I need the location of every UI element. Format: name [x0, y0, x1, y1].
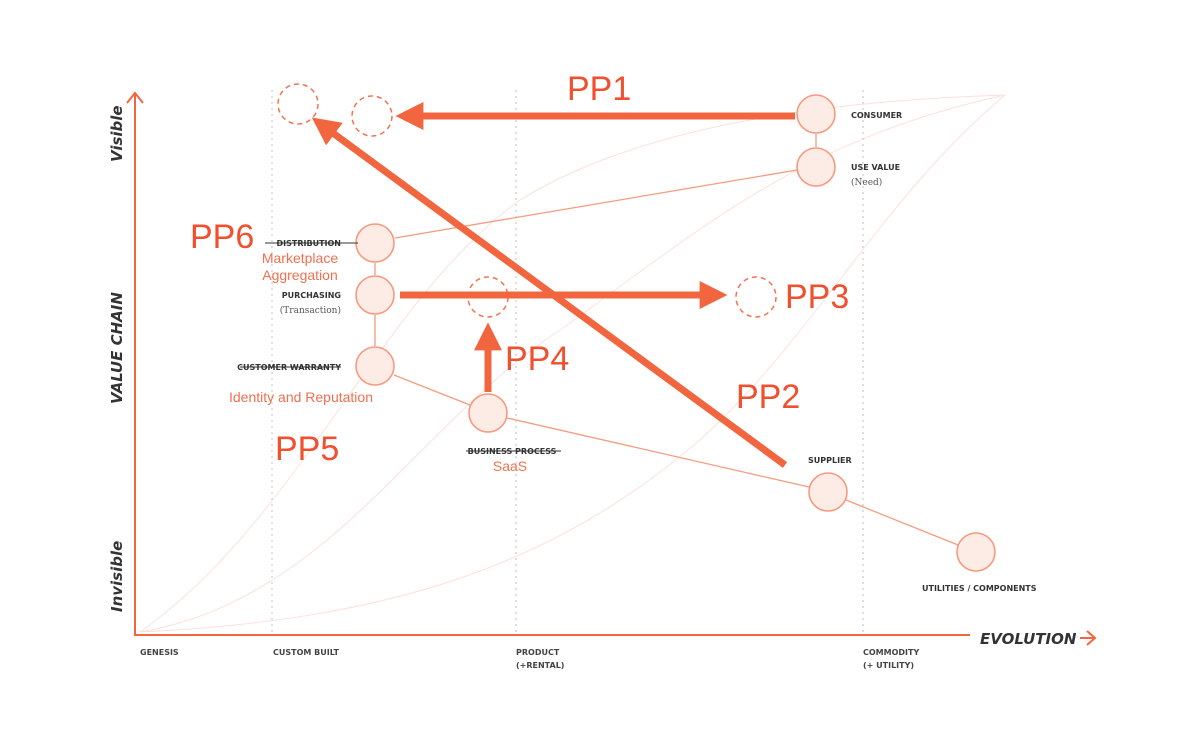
stage-commodity-sub: (+ UTILITY) [863, 661, 914, 670]
stage-custom-built: CUSTOM BUILT [273, 648, 339, 657]
pp4-label: PP4 [505, 340, 569, 378]
y-axis [126, 91, 144, 636]
replacement-identity: Identity and Reputation [229, 389, 373, 405]
label-purchasing: PURCHASING [282, 291, 341, 300]
target-node-pp3 [735, 276, 777, 318]
node-customer-warranty[interactable] [355, 346, 395, 386]
pp1-label: PP1 [567, 70, 631, 108]
pp6-label: PP6 [190, 218, 254, 256]
replacement-marketplace: Marketplace [262, 250, 338, 266]
stage-genesis: GENESIS [140, 648, 179, 657]
stage-product: PRODUCT [516, 648, 560, 657]
label-consumer: CONSUMER [851, 111, 902, 120]
node-distribution[interactable] [355, 223, 395, 263]
sub-use-value: (Need) [851, 177, 882, 188]
replacement-aggregation: Aggregation [262, 267, 338, 283]
x-axis-title: EVOLUTION [980, 630, 1077, 648]
target-node-pp2 [277, 83, 319, 125]
y-axis-top-label: Visible [108, 105, 126, 162]
target-node-pp1 [351, 95, 393, 137]
label-utilities: UTILITIES / COMPONENTS [922, 584, 1037, 593]
stage-commodity: COMMODITY [863, 648, 919, 657]
stage-product-sub: (+RENTAL) [516, 661, 564, 670]
node-supplier[interactable] [808, 472, 848, 512]
label-use-value: USE VALUE [851, 163, 900, 172]
pp2-label: PP2 [736, 378, 800, 416]
pp5-label: PP5 [275, 430, 339, 468]
y-axis-title: VALUE CHAIN [108, 292, 126, 404]
node-use-value[interactable] [796, 147, 836, 187]
label-supplier: SUPPLIER [808, 456, 852, 465]
dependency-links [374, 134, 959, 546]
pp3-label: PP3 [785, 278, 849, 316]
x-axis [134, 630, 1097, 646]
sub-purchasing: (Transaction) [280, 305, 341, 316]
node-utilities[interactable] [956, 532, 996, 572]
node-business-process[interactable] [468, 393, 508, 433]
node-purchasing[interactable] [355, 275, 395, 315]
replacement-saas: SaaS [493, 458, 527, 474]
node-consumer[interactable] [796, 94, 836, 134]
y-axis-bottom-label: Invisible [108, 541, 126, 612]
evolution-curves [139, 94, 1006, 633]
